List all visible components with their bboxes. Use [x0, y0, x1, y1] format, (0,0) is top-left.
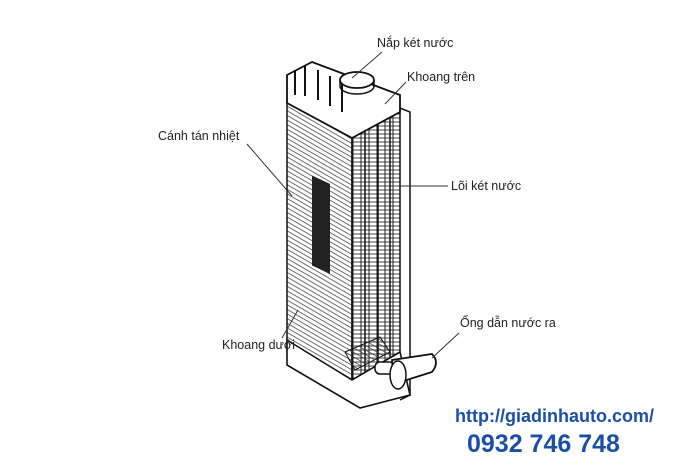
label-lower-tank: Khoang dưới	[222, 338, 295, 352]
label-outlet-pipe: Ống dẫn nước ra	[460, 316, 556, 330]
label-cooling-fins: Cánh tán nhiệt	[158, 129, 240, 143]
label-radiator-cap: Nắp két nước	[377, 36, 454, 50]
leader-lines	[246, 51, 460, 359]
watermark-phone: 0932 746 748	[467, 430, 620, 458]
lower-tank	[286, 338, 411, 409]
radiator-cap	[339, 71, 375, 89]
upper-tank	[286, 61, 401, 140]
outlet-pipe	[374, 353, 437, 390]
watermark-url: http://giadinhauto.com/	[455, 406, 654, 426]
dark-patch	[312, 175, 330, 274]
label-upper-tank: Khoang trên	[407, 70, 476, 84]
label-radiator-core: Lõi két nước	[451, 179, 522, 193]
